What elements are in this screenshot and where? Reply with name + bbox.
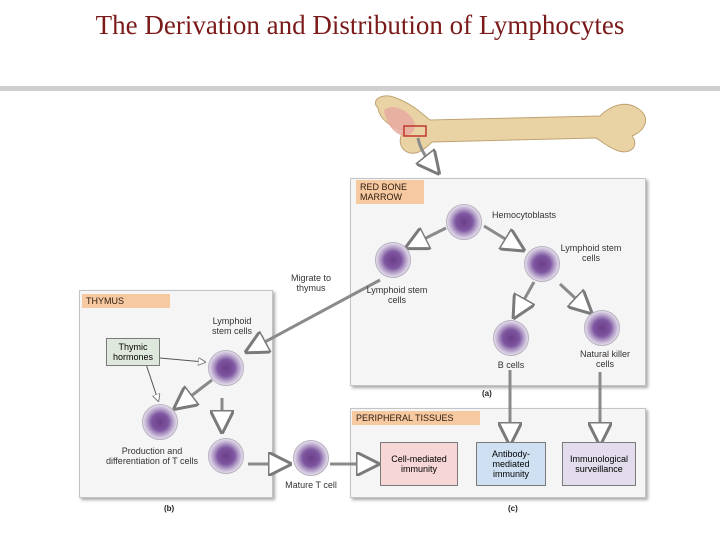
femur-shape: [374, 95, 647, 154]
lymphoid-stem-cells-right-label: Lymphoid stem cells: [560, 243, 622, 263]
caption-c: (c): [508, 504, 518, 513]
mature-t-cell: [293, 440, 329, 476]
hemocytoblast-cell: [446, 204, 482, 240]
thymus-lymphoid-stem-cell: [208, 350, 244, 386]
lymphoid-stem-cells-center-label: Lymphoid stem cells: [366, 285, 428, 305]
arrow-hemo-to-right-stem: [483, 224, 520, 248]
lymphoid-stem-cell-left: [375, 242, 411, 278]
title-divider: [0, 86, 720, 91]
b-cells-label: B cells: [497, 360, 525, 370]
production-label: Production and differentiation of T cell…: [105, 446, 199, 466]
cell-mediated-immunity-box: Cell-mediated immunity: [380, 442, 458, 486]
arrow-bone-to-marrow: [418, 137, 436, 170]
lymphoid-stem-cell-right: [524, 246, 560, 282]
marrow-region: [384, 107, 415, 136]
natural-killer-cell: [584, 310, 620, 346]
migrate-label: Migrate to thymus: [290, 273, 332, 293]
marrow-highlight-box: [403, 125, 427, 137]
arrow-thymus-stem-to-production-left: [178, 378, 213, 406]
hormone-arrow-1: [159, 358, 204, 362]
peripheral-tissues-tag: PERIPHERAL TISSUES: [352, 411, 480, 425]
antibody-mediated-immunity-box: Antibody-mediated immunity: [476, 442, 546, 486]
b-cell: [493, 320, 529, 356]
hormone-arrow-2: [145, 363, 158, 400]
thymus-tag: THYMUS: [82, 294, 170, 308]
thymus-lymphoid-stem-cells-label: Lymphoid stem cells: [211, 316, 252, 336]
red-bone-marrow-tag: RED BONE MARROW: [356, 180, 424, 204]
mature-t-cell-label: Mature T cell: [285, 480, 337, 490]
immunological-surveillance-box: Immunological surveillance: [562, 442, 636, 486]
thymus-developing-cell-left: [142, 404, 178, 440]
hemocytoblasts-label: Hemocytoblasts: [492, 210, 557, 220]
caption-b: (b): [164, 504, 175, 513]
arrow-stem-to-bcells: [516, 281, 536, 314]
arrow-migrate-to-thymus: [250, 278, 381, 350]
caption-a: (a): [482, 389, 492, 398]
nk-cells-label: Natural killer cells: [579, 349, 630, 369]
arrow-hemo-to-left-stem: [410, 226, 447, 246]
page-title: The Derivation and Distribution of Lymph…: [95, 10, 625, 40]
arrow-stem-to-nk: [558, 282, 588, 310]
thymic-hormones-box: Thymic hormones: [106, 338, 160, 366]
thymus-developing-cell-right: [208, 438, 244, 474]
